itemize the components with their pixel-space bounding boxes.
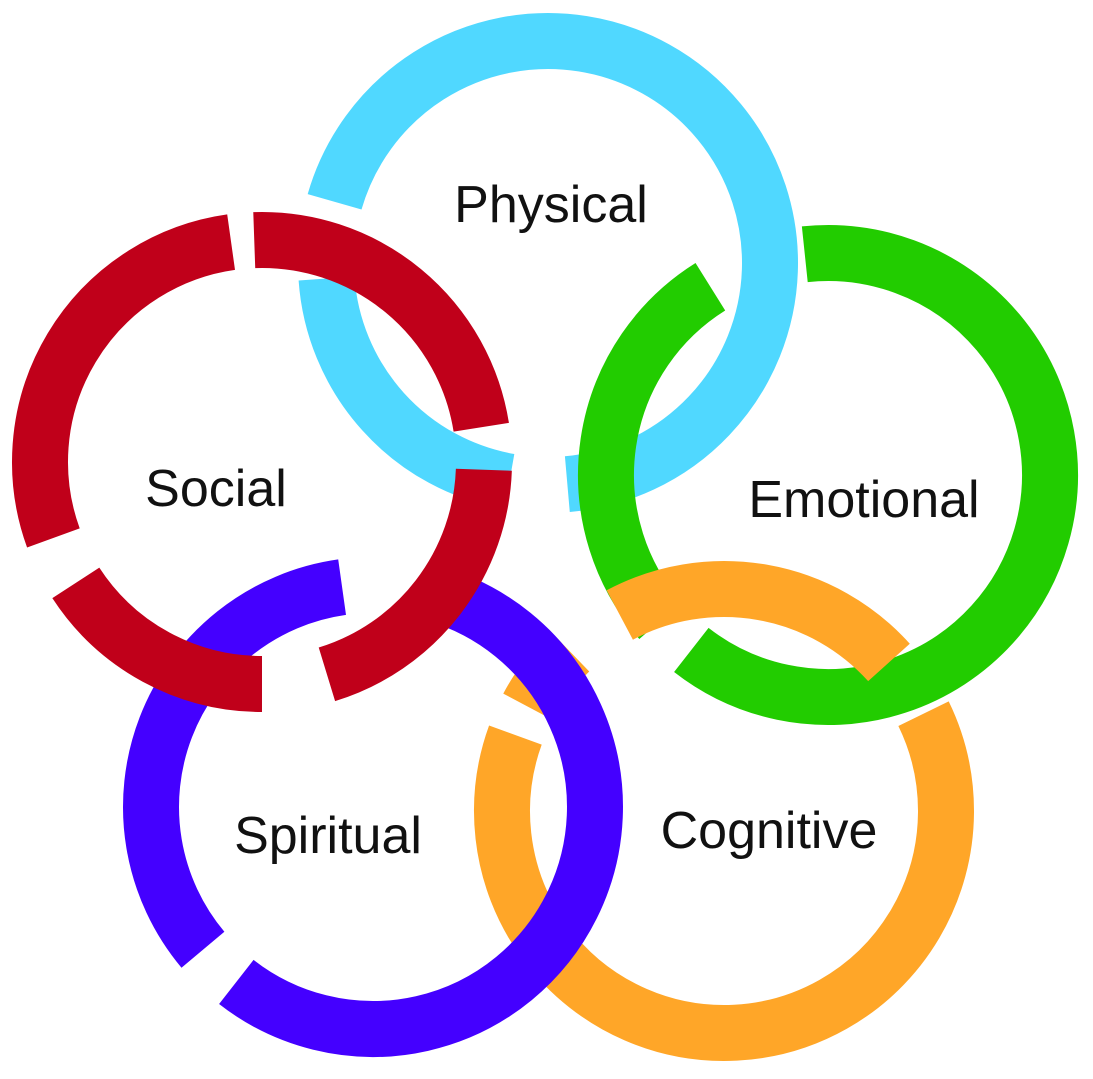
label-spiritual: Spiritual	[234, 807, 422, 865]
ring-social	[12, 212, 512, 712]
ring-social-arc-3	[52, 567, 263, 712]
ring-cognitive-arc-2	[474, 701, 974, 1061]
ring-spiritual-arc-2	[123, 559, 347, 968]
label-physical: Physical	[454, 176, 648, 234]
ring-emotional-arc-1	[674, 225, 1078, 725]
ring-emotional	[578, 225, 1078, 725]
ring-social-arc-2	[318, 468, 512, 702]
label-social: Social	[145, 460, 287, 518]
label-cognitive: Cognitive	[661, 802, 878, 860]
ring-social-arc-1	[253, 212, 509, 433]
label-emotional: Emotional	[748, 471, 979, 529]
ring-spiritual-arc-1	[219, 565, 623, 1057]
ring-physical-arc-1	[307, 13, 798, 513]
ring-emotional-arc-2	[578, 262, 726, 640]
ring-cognitive-arc-1	[606, 561, 910, 682]
ring-social-arc-4	[12, 214, 236, 548]
ring-spiritual	[123, 559, 623, 1057]
